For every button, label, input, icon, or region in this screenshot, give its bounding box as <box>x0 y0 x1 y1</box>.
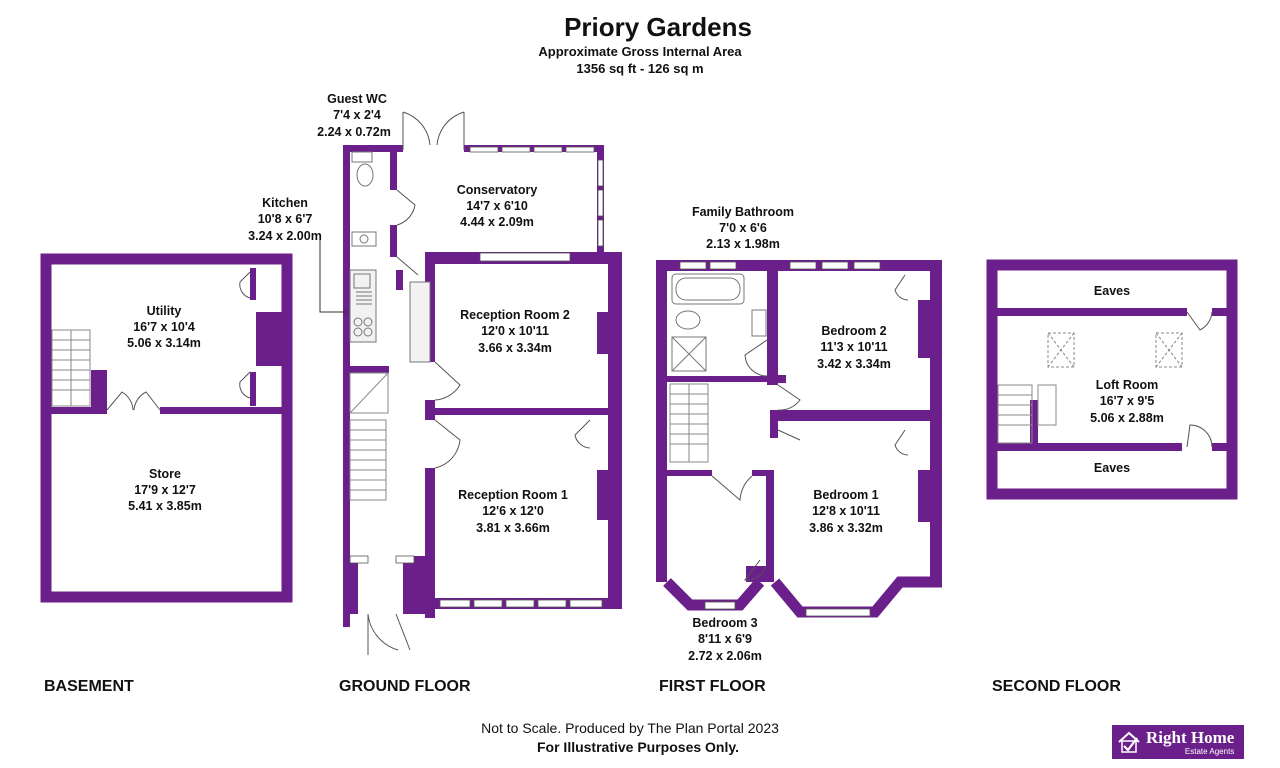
bedroom2-name: Bedroom 2 <box>821 324 886 338</box>
loft-room-imperial: 16'7 x 9'5 <box>1100 394 1155 408</box>
basement-stairs <box>51 329 91 407</box>
floor-label-second: SECOND FLOOR <box>992 678 1121 695</box>
footer-illustrative: For Illustrative Purposes Only. <box>537 739 739 755</box>
utility-metric: 5.06 x 3.14m <box>127 336 201 350</box>
bedroom1-name: Bedroom 1 <box>813 488 878 502</box>
bedroom2-imperial: 11'3 x 10'11 <box>820 340 887 354</box>
kitchen-units <box>349 269 431 363</box>
first-windows <box>679 261 881 617</box>
basement-divider-wall-left <box>41 407 107 414</box>
second-floor-plan: Eaves Loft Room 16'7 x 9'5 5.06 x 2.88m … <box>986 259 1238 500</box>
family-bathroom-name: Family Bathroom <box>692 205 794 219</box>
loft-room-metric: 5.06 x 2.88m <box>1090 411 1164 425</box>
reception1-imperial: 12'6 x 12'0 <box>482 504 544 518</box>
ground-windows <box>349 146 604 608</box>
basement-double-door <box>106 391 161 411</box>
second-outer-wall <box>986 259 1238 500</box>
plan-subtitle: Approximate Gross Internal Area <box>538 44 742 59</box>
utility-imperial: 16'7 x 10'4 <box>133 320 195 334</box>
bedroom3-metric: 2.72 x 2.06m <box>688 649 762 663</box>
first-floor-plan: Family Bathroom 7'0 x 6'6 2.13 x 1.98m B… <box>656 205 942 663</box>
family-bathroom-imperial: 7'0 x 6'6 <box>719 221 767 235</box>
bedroom1-metric: 3.86 x 3.32m <box>809 521 883 535</box>
kitchen-imperial: 10'8 x 6'7 <box>258 212 313 226</box>
reception2-imperial: 12'0 x 10'11 <box>481 324 549 338</box>
reception2-name: Reception Room 2 <box>460 308 570 322</box>
guest-wc-metric: 2.24 x 0.72m <box>317 125 391 139</box>
reception1-metric: 3.81 x 3.66m <box>476 521 550 535</box>
reception1-name: Reception Room 1 <box>458 488 568 502</box>
store-metric: 5.41 x 3.85m <box>128 499 202 513</box>
right-home-logo: Right Home Estate Agents <box>1112 725 1244 759</box>
logo-tagline: Estate Agents <box>1184 746 1235 756</box>
utility-name: Utility <box>147 304 182 318</box>
basement-outer-wall <box>40 253 293 603</box>
bedroom3-name: Bedroom 3 <box>692 616 757 630</box>
basement-divider-wall-right <box>160 407 288 414</box>
family-bathroom-metric: 2.13 x 1.98m <box>706 237 780 251</box>
floor-label-ground: GROUND FLOOR <box>339 678 471 695</box>
plan-area: 1356 sq ft - 126 sq m <box>576 61 703 76</box>
kitchen-metric: 3.24 x 2.00m <box>248 229 322 243</box>
kitchen-name: Kitchen <box>262 196 308 210</box>
eaves-top-name: Eaves <box>1094 284 1130 298</box>
first-doors <box>711 274 909 581</box>
basement-stair-wall <box>91 370 107 414</box>
guest-wc-imperial: 7'4 x 2'4 <box>333 108 381 122</box>
first-stairs <box>669 383 709 463</box>
basement-plan: Utility 16'7 x 10'4 5.06 x 3.14m Store 1… <box>40 253 293 603</box>
bedroom2-metric: 3.42 x 3.34m <box>817 357 891 371</box>
wc-fixtures <box>351 151 377 247</box>
guest-wc-name: Guest WC <box>327 92 387 106</box>
footer-disclaimer: Not to Scale. Produced by The Plan Porta… <box>481 720 779 736</box>
conservatory-imperial: 14'7 x 6'10 <box>466 199 528 213</box>
ground-doors <box>367 111 591 655</box>
ground-floor-plan: Guest WC 7'4 x 2'4 2.24 x 0.72m Kitchen … <box>248 92 622 655</box>
logo-name: Right Home <box>1146 727 1235 747</box>
bedroom1-imperial: 12'8 x 10'11 <box>812 504 880 518</box>
reception2-metric: 3.66 x 3.34m <box>478 341 552 355</box>
second-stairs <box>997 384 1057 444</box>
basement-chimney <box>256 312 282 366</box>
plan-title: Priory Gardens <box>564 12 752 42</box>
bathroom-fixtures <box>671 273 767 372</box>
loft-room-name: Loft Room <box>1096 378 1158 392</box>
conservatory-metric: 4.44 x 2.09m <box>460 215 534 229</box>
bedroom3-imperial: 8'11 x 6'9 <box>698 632 752 646</box>
store-imperial: 17'9 x 12'7 <box>134 483 196 497</box>
skylights <box>1047 332 1183 368</box>
floor-label-basement: BASEMENT <box>44 678 134 695</box>
store-name: Store <box>149 467 181 481</box>
ground-stairs <box>349 372 389 501</box>
floor-label-first: FIRST FLOOR <box>659 678 766 695</box>
house-check-icon <box>1116 729 1142 755</box>
eaves-bottom-name: Eaves <box>1094 461 1130 475</box>
conservatory-name: Conservatory <box>457 183 538 197</box>
